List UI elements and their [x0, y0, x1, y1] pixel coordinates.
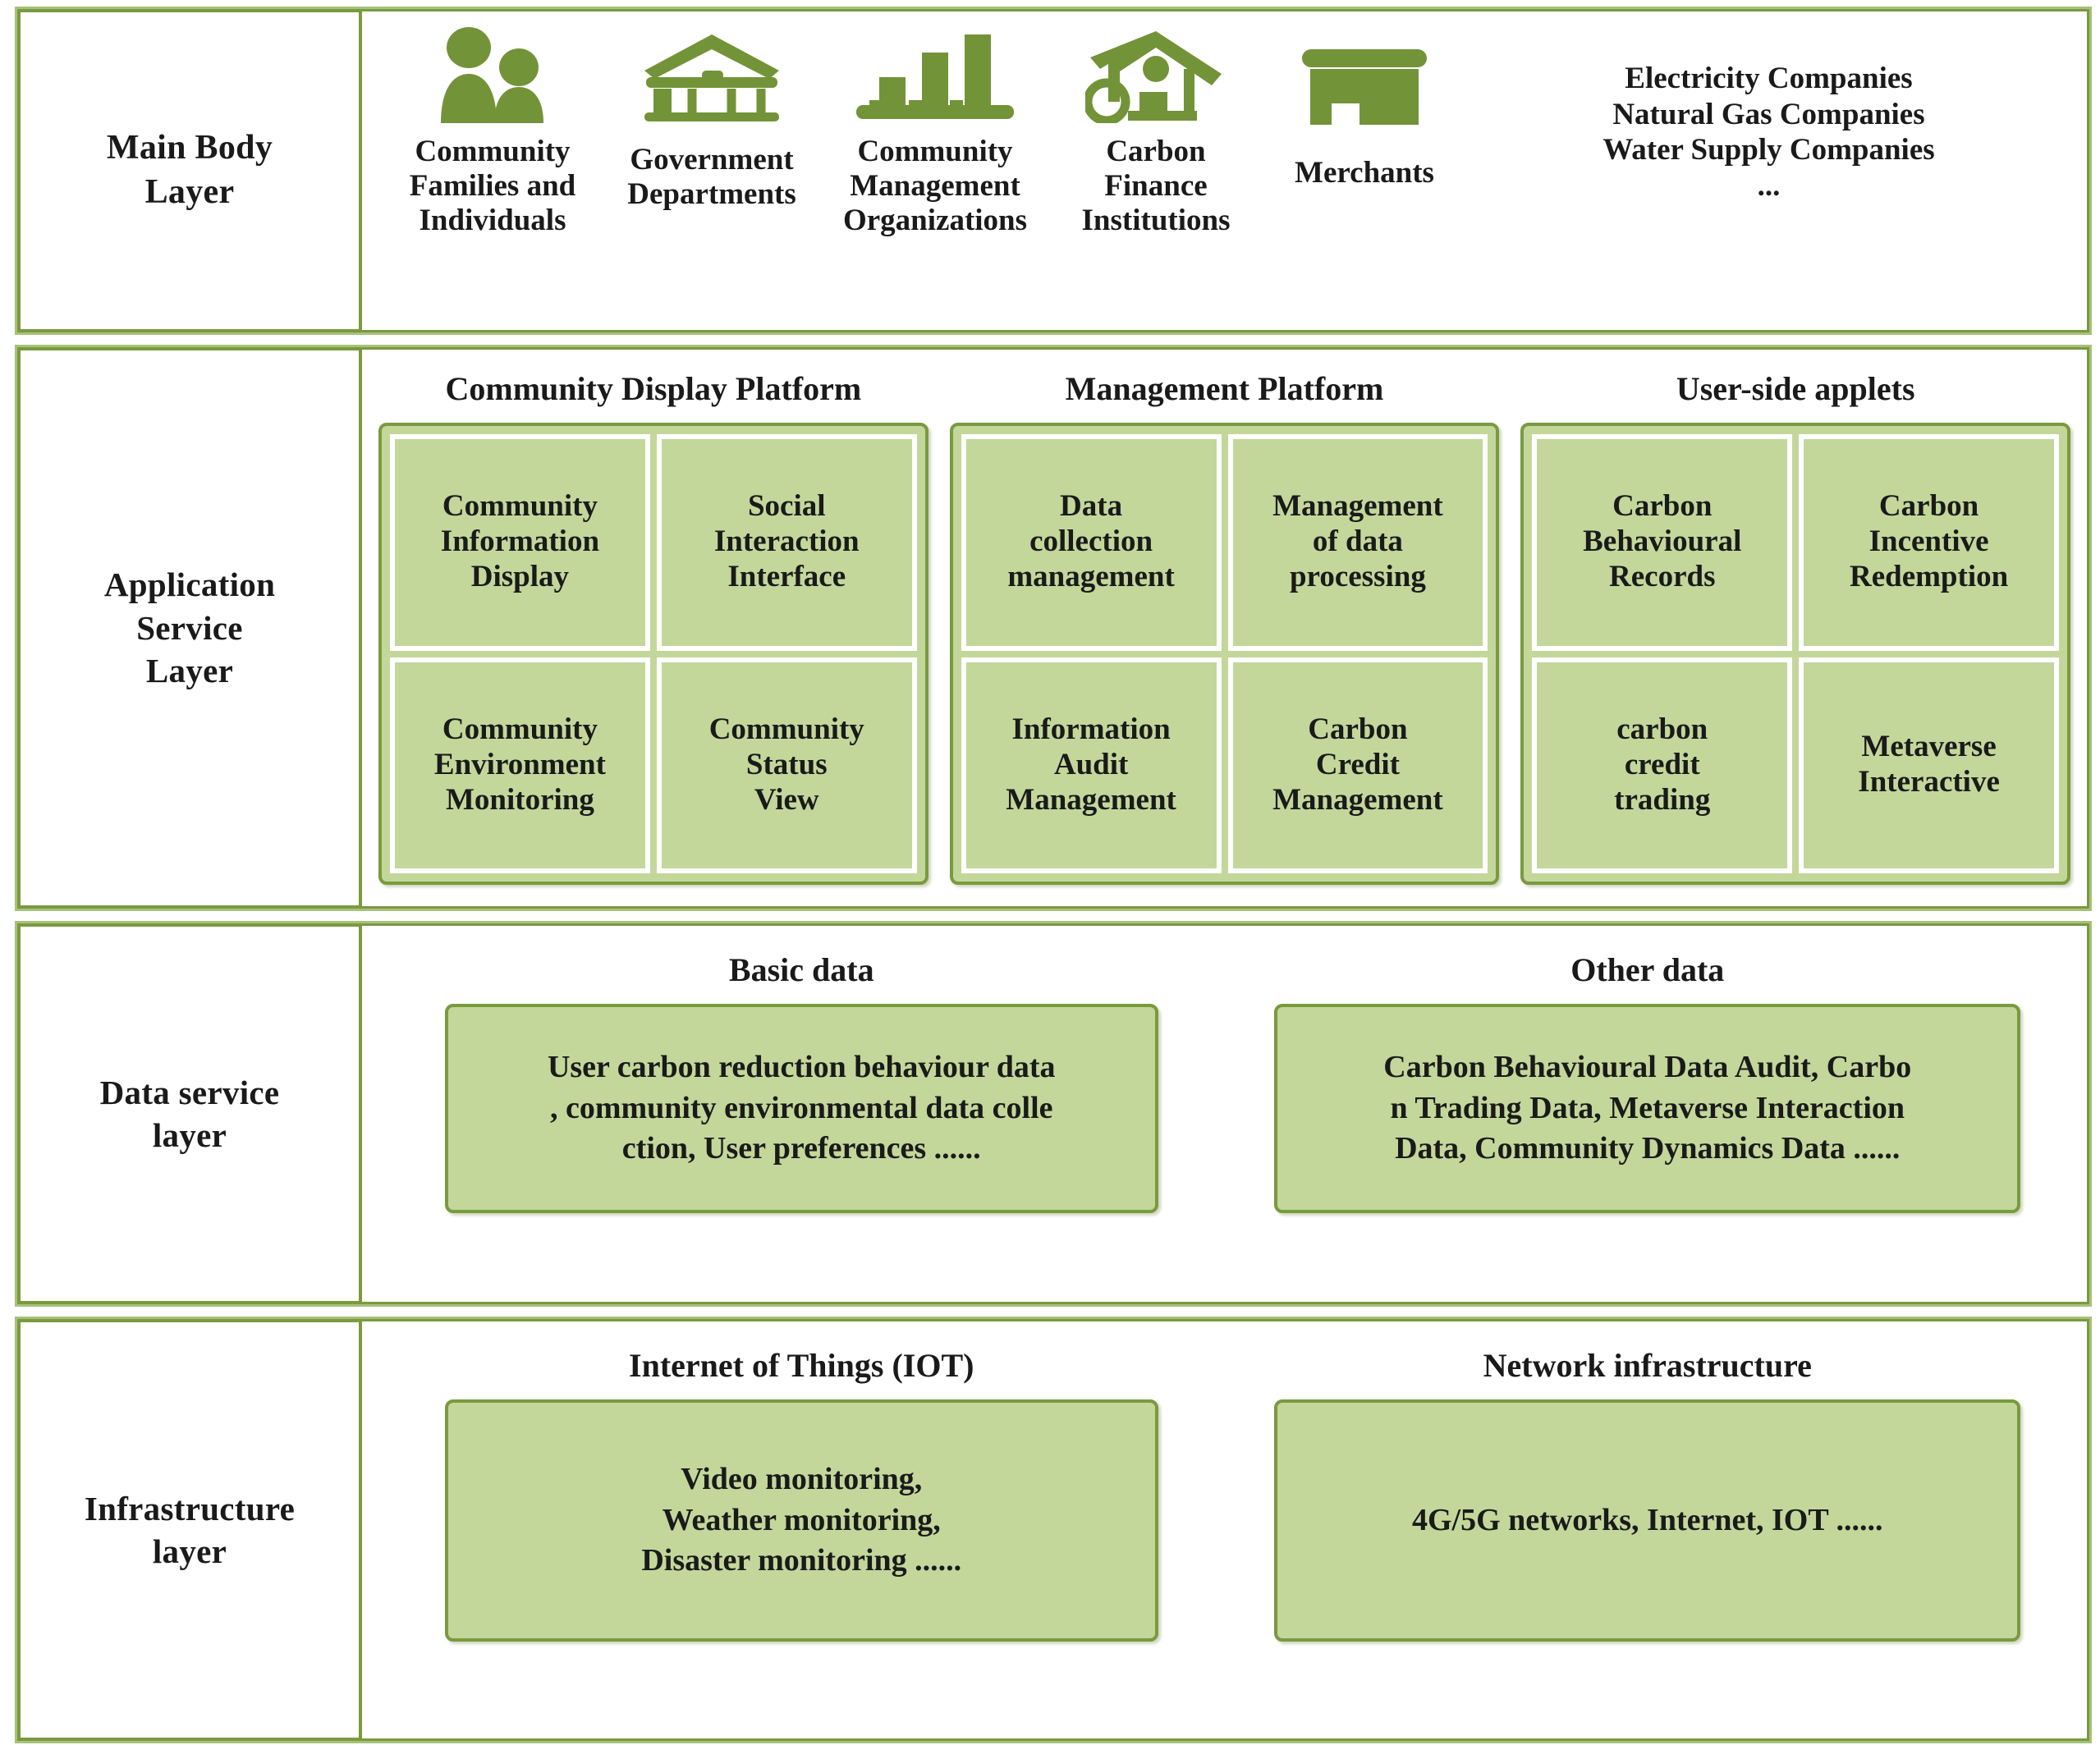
shop-store-icon [1299, 36, 1430, 128]
actor-caption: Community Families and Individuals [409, 135, 576, 237]
actor-caption: Carbon Finance Institutions [1081, 135, 1231, 237]
actor-government-departments: Government Departments [607, 31, 817, 212]
actor-carbon-finance: Carbon Finance Institutions [1053, 26, 1259, 237]
layer-label-main-body: Main Body Layer [17, 9, 362, 332]
data-group-box[interactable]: User carbon reduction behaviour data , c… [444, 1004, 1158, 1213]
layer-data-service: Data service layer Basic data User carbo… [15, 921, 2092, 1307]
module-cell[interactable]: Social Interaction Interface [656, 434, 917, 651]
module-cell[interactable]: Data collection management [961, 434, 1222, 651]
module-cell[interactable]: Metaverse Interactive [1799, 657, 2060, 873]
infra-group-network: Network infrastructure 4G/5G networks, I… [1233, 1335, 2063, 1720]
layer-main-body: Main Body Layer Community Families and I… [15, 7, 2092, 335]
layer-body-infrastructure: Internet of Things (IOT) Video monitorin… [362, 1319, 2089, 1741]
platform-user-side-applets: User-side applets Carbon Behavioural Rec… [1520, 360, 2071, 885]
module-cell[interactable]: Community Status View [656, 657, 917, 873]
actor-caption: Government Departments [627, 143, 796, 211]
data-group-basic: Basic data User carbon reduction behavio… [387, 939, 1217, 1284]
actor-community-families: Community Families and Individuals [382, 26, 603, 237]
bar-chart-icon [853, 26, 1017, 123]
layer-label-infrastructure: Infrastructure layer [17, 1319, 362, 1741]
module-cell[interactable]: Community Information Display [390, 434, 650, 651]
data-group-title: Basic data [728, 951, 874, 988]
actor-merchants: Merchants [1262, 36, 1467, 190]
module-cell[interactable]: Information Audit Management [961, 657, 1222, 873]
infra-group-title: Internet of Things (IOT) [629, 1347, 974, 1384]
platform-title: Community Display Platform [445, 370, 862, 407]
layer-body-main: Community Families and Individuals [362, 9, 2089, 332]
platform-community-display: Community Display Platform Community Inf… [378, 360, 928, 885]
data-group-box[interactable]: Carbon Behavioural Data Audit, Carbo n T… [1274, 1004, 2021, 1213]
infra-group-title: Network infrastructure [1483, 1347, 1812, 1384]
module-cell[interactable]: Community Environment Monitoring [390, 657, 650, 873]
eco-house-icon [1085, 26, 1227, 123]
infra-group-iot: Internet of Things (IOT) Video monitorin… [387, 1335, 1217, 1720]
platform-box: Community Information Display Social Int… [378, 423, 928, 885]
layer-label-application-service: Application Service Layer [17, 347, 362, 909]
layer-infrastructure: Infrastructure layer Internet of Things … [15, 1317, 2092, 1743]
platform-box: Carbon Behavioural Records Carbon Incent… [1520, 423, 2071, 885]
actor-utility-companies: Electricity Companies Natural Gas Compan… [1470, 26, 2067, 204]
layer-application-service: Application Service Layer Community Disp… [15, 345, 2092, 911]
layer-body-data: Basic data User carbon reduction behavio… [362, 923, 2089, 1304]
layer-body-application: Community Display Platform Community Inf… [362, 347, 2089, 909]
module-cell[interactable]: Management of data processing [1227, 434, 1488, 651]
family-people-icon [423, 26, 562, 123]
actor-caption: Merchants [1295, 156, 1434, 190]
government-building-icon [638, 31, 786, 123]
platform-management: Management Platform Data collection mana… [949, 360, 1500, 885]
actor-caption: Community Management Organizations [842, 135, 1028, 237]
platform-title: User-side applets [1676, 370, 1915, 407]
data-group-title: Other data [1570, 951, 1725, 988]
data-group-other: Other data Carbon Behavioural Data Audit… [1233, 939, 2063, 1284]
infra-group-box[interactable]: 4G/5G networks, Internet, IOT ...... [1274, 1399, 2021, 1642]
actor-community-management: Community Management Organizations [820, 26, 1050, 237]
module-cell[interactable]: Carbon Behavioural Records [1532, 434, 1793, 651]
platform-title: Management Platform [1065, 370, 1384, 407]
platform-box: Data collection management Management of… [949, 423, 1500, 885]
layer-label-data-service: Data service layer [17, 923, 362, 1304]
infra-group-box[interactable]: Video monitoring, Weather monitoring, Di… [444, 1399, 1158, 1642]
module-cell[interactable]: Carbon Credit Management [1227, 657, 1488, 873]
actor-caption: Electricity Companies Natural Gas Compan… [1603, 62, 1935, 203]
module-cell[interactable]: Carbon Incentive Redemption [1799, 434, 2060, 651]
module-cell[interactable]: carbon credit trading [1532, 657, 1793, 873]
